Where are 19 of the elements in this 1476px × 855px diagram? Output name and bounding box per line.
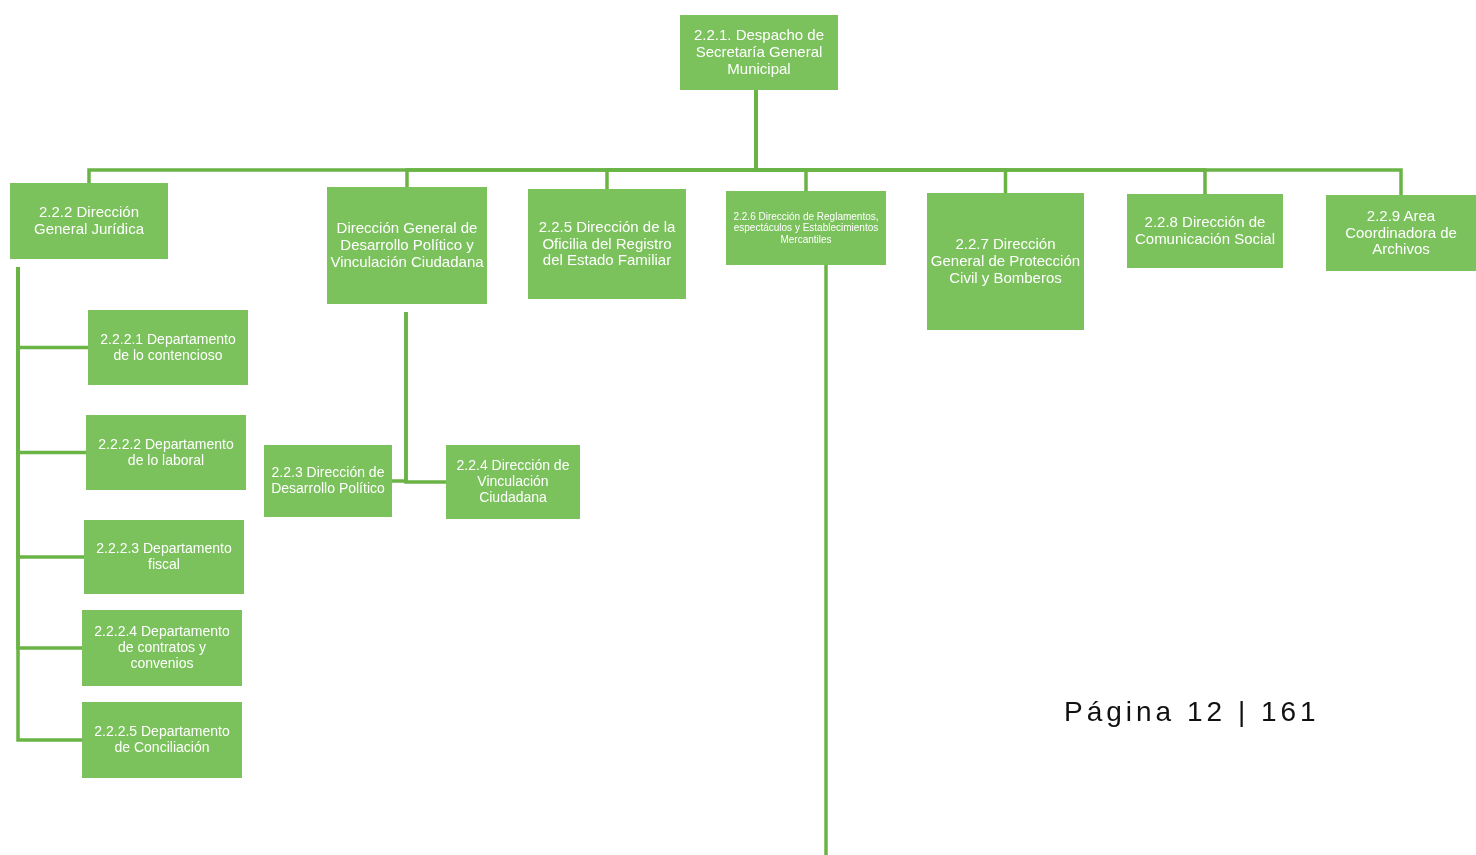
connector-line xyxy=(404,312,446,484)
org-box: 2.2.6 Dirección de Reglamentos, espectáculos y Establecimientos Mercantiles xyxy=(726,191,886,265)
connector-line xyxy=(16,267,82,742)
org-box: 2.2.8 Dirección de Comunicación Social xyxy=(1127,194,1283,268)
org-box: 2.2.5 Dirección de la Oficilia del Registro del Estado Familiar xyxy=(528,189,686,299)
org-box: 2.2.2.5 Departamento de Conciliación xyxy=(82,702,242,778)
org-box: 2.2.7 Dirección General de Protección Civil y Bomberos xyxy=(927,193,1084,330)
org-box: 2.2.4 Dirección de Vinculación Ciudadana xyxy=(446,445,580,519)
connector-line xyxy=(824,265,828,855)
org-box: 2.2.9 Area Coordinadora de Archivos xyxy=(1326,195,1476,271)
org-box: 2.2.1. Despacho de Secretaría General Municipal xyxy=(680,15,838,90)
org-box: Dirección General de Desarrollo Político y Vinculación Ciudadana xyxy=(327,187,487,304)
org-box: 2.2.2.2 Departamento de lo laboral xyxy=(86,415,246,490)
org-box: 2.2.3 Dirección de Desarrollo Político xyxy=(264,445,392,517)
org-box: 2.2.2 Dirección General Jurídica xyxy=(10,183,168,259)
org-box: 2.2.2.4 Departamento de contratos y convenios xyxy=(82,610,242,686)
page-number: Página 12 | 161 xyxy=(1064,696,1320,728)
org-box: 2.2.2.1 Departamento de lo contencioso xyxy=(88,310,248,385)
org-box: 2.2.2.3 Departamento fiscal xyxy=(84,520,244,594)
